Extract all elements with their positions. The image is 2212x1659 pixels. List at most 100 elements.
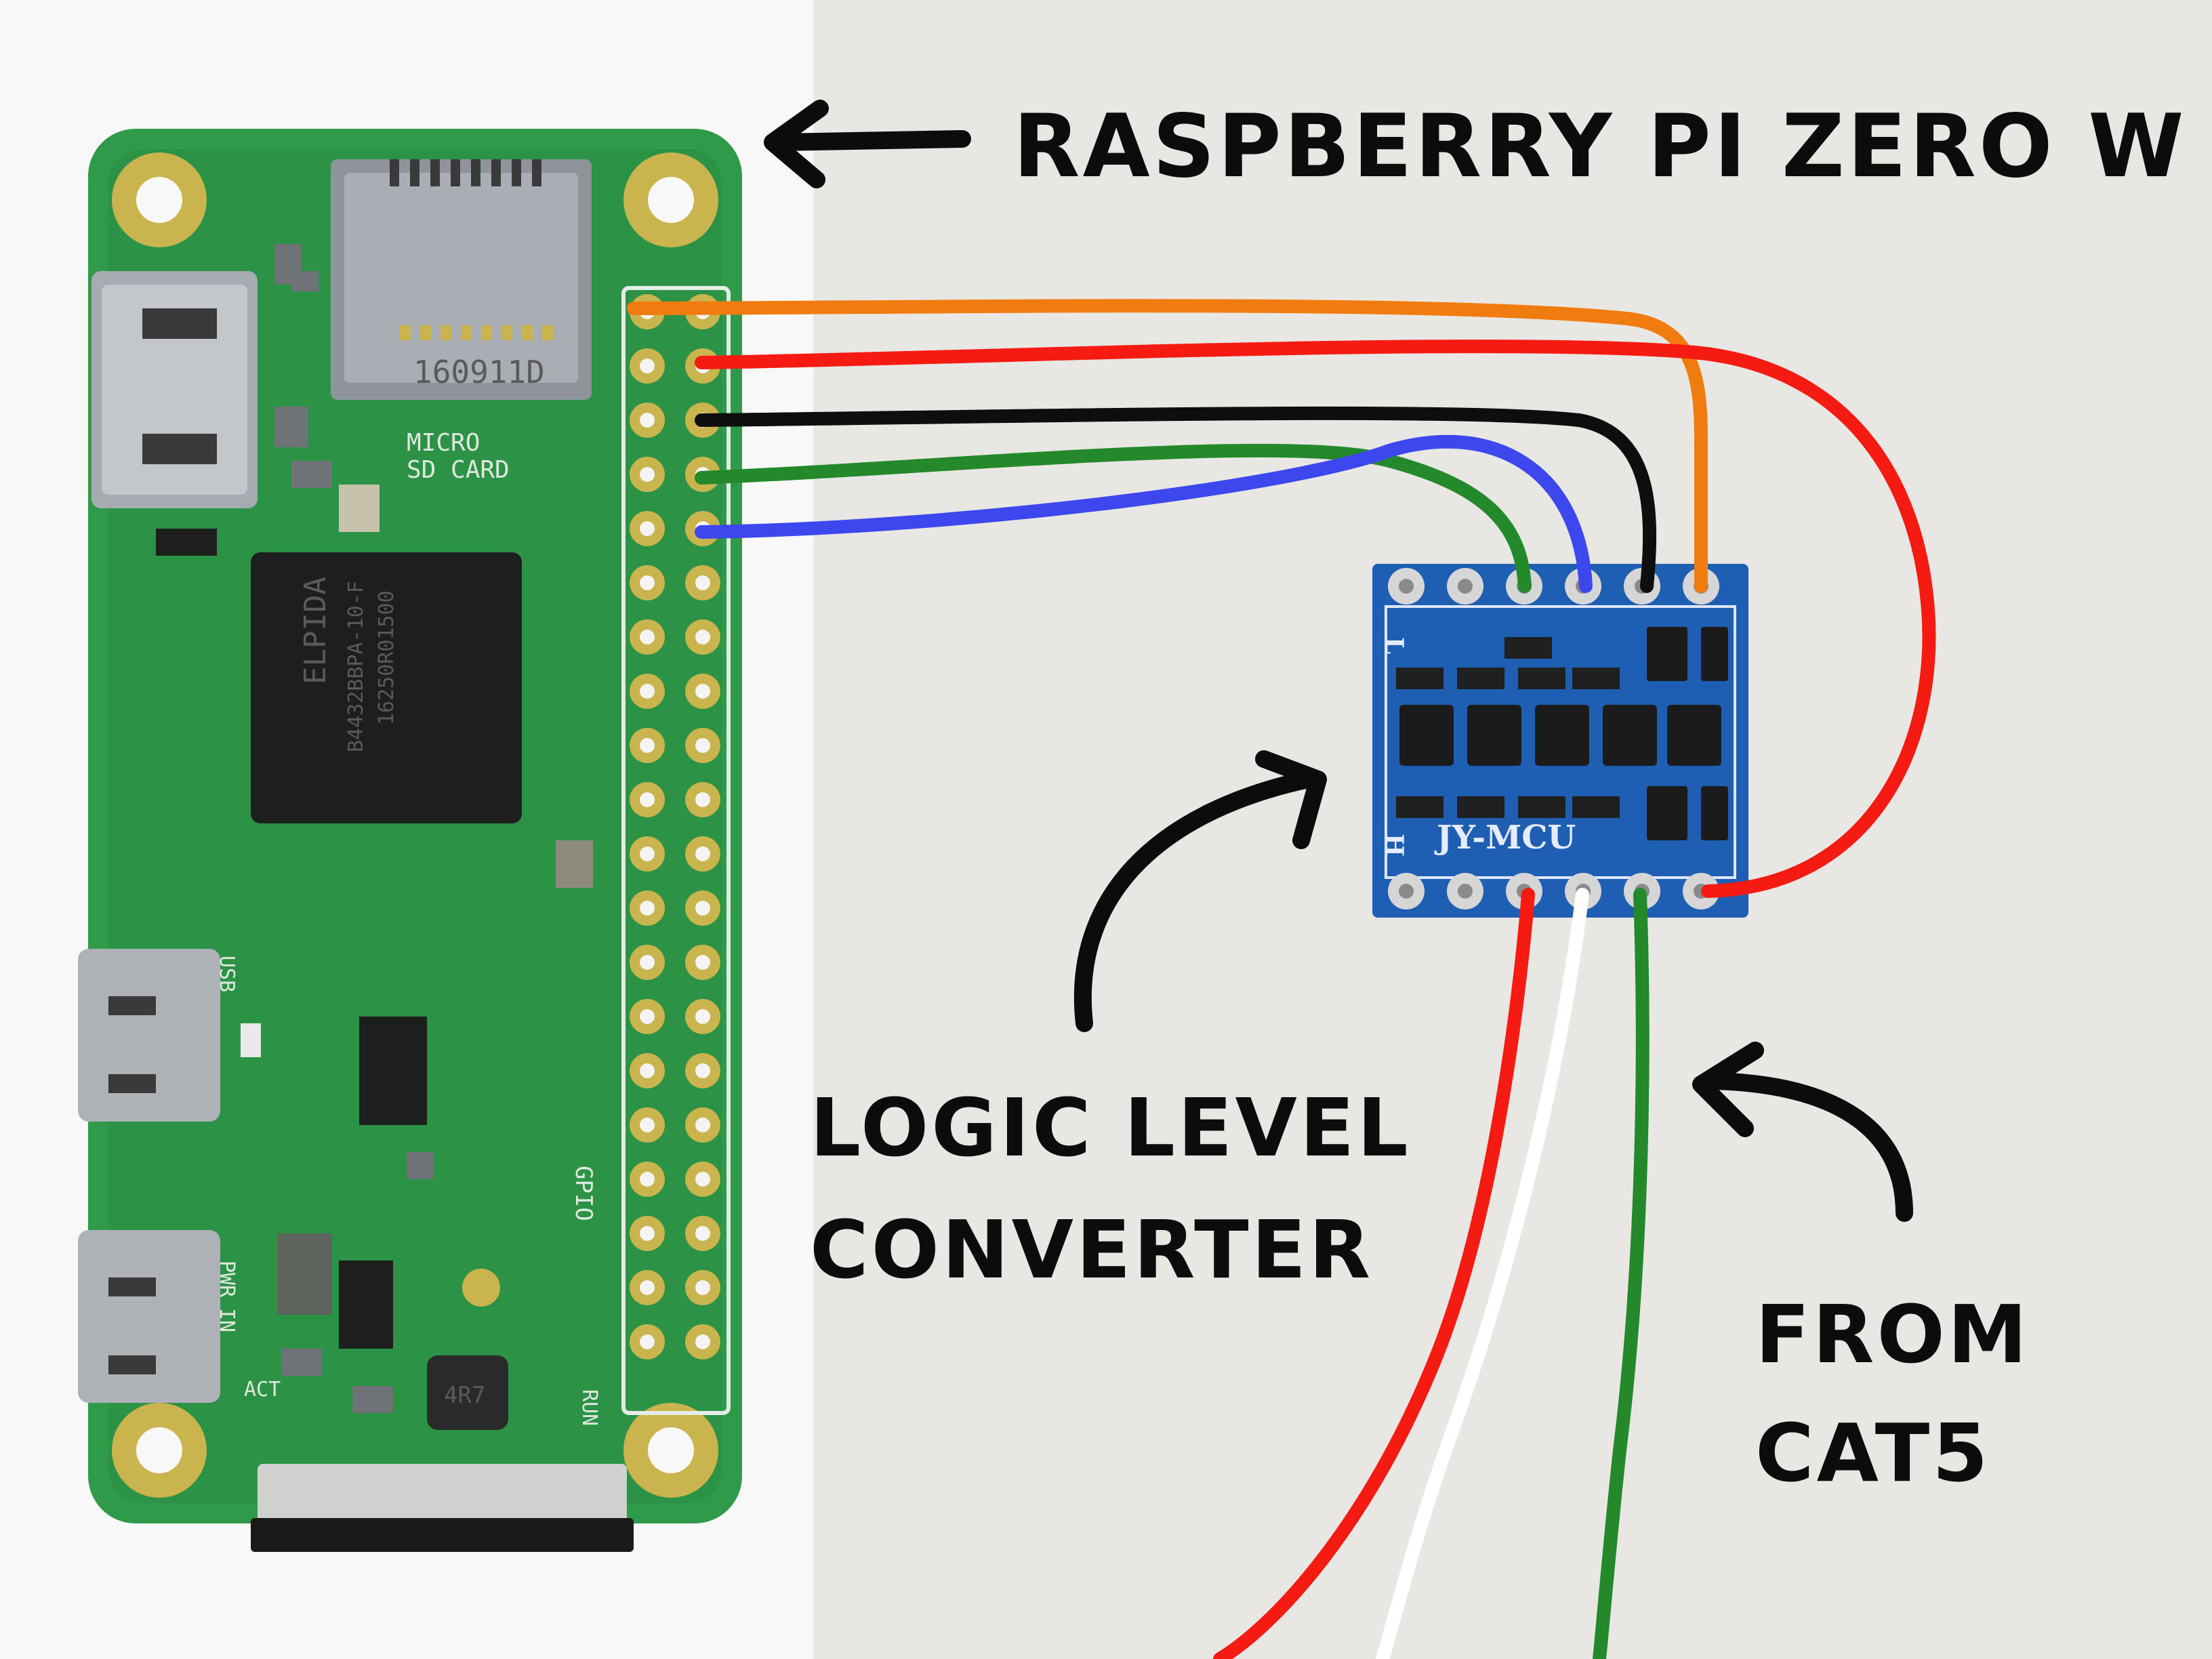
module-resistor bbox=[1396, 668, 1443, 689]
gpio-pad-hole bbox=[640, 1280, 655, 1295]
gpio-pad-hole bbox=[695, 1280, 710, 1295]
gpio-pad-hole bbox=[640, 1226, 655, 1241]
micro-sd-slot: 160911D bbox=[331, 159, 592, 400]
ram-part: B4432BBPA-10-F bbox=[344, 581, 368, 752]
gpio-pad-hole bbox=[695, 1063, 710, 1078]
gpio-pad-hole bbox=[640, 792, 655, 807]
gpio-pad-hole bbox=[640, 630, 655, 644]
wire-white bbox=[1376, 888, 1589, 1659]
module-pin-hole bbox=[1458, 884, 1473, 899]
module-pin-hole bbox=[1399, 884, 1414, 899]
module-resistor bbox=[1504, 637, 1552, 659]
module-resistor bbox=[1572, 668, 1620, 689]
gpio-pad-hole bbox=[695, 1226, 710, 1241]
wire-green-bottom bbox=[1593, 888, 1650, 1659]
ram-code: 16250R01500 bbox=[375, 590, 398, 725]
module-outline bbox=[1385, 605, 1736, 879]
module-pin-hole bbox=[1399, 579, 1414, 594]
gpio-pad-hole bbox=[640, 1009, 655, 1024]
small-components bbox=[156, 244, 593, 1413]
wire-red-top bbox=[695, 340, 1936, 898]
gpio-pad-hole bbox=[640, 901, 655, 916]
gpio-pad-hole bbox=[695, 630, 710, 644]
annotations bbox=[764, 100, 1913, 1222]
gpio-pad-hole bbox=[695, 901, 710, 916]
wire-red-bottom bbox=[1213, 888, 1535, 1659]
module-resistors bbox=[1396, 637, 1620, 818]
gpio-pad-hole bbox=[640, 413, 655, 428]
module-resistor bbox=[1457, 668, 1504, 689]
arrow-to-converter bbox=[1073, 750, 1327, 1032]
micro-usb-port-power bbox=[78, 1230, 220, 1403]
usb-label: USB bbox=[215, 956, 239, 992]
test-pad bbox=[462, 1269, 500, 1307]
label-cat5-line1: FROM bbox=[1755, 1288, 2030, 1381]
ram-brand: ELPIDA bbox=[298, 577, 333, 684]
raspberry-pi-zero-board: 160911D MICRO SD CARD ELPIDA B4432BBPA-1… bbox=[78, 129, 742, 1552]
gpio-pad-hole bbox=[695, 738, 710, 753]
run-label: RUN bbox=[577, 1389, 601, 1426]
gpio-pad-hole bbox=[695, 1172, 710, 1187]
sd-label-line2: SD CARD bbox=[407, 456, 510, 484]
gpio-pad-hole bbox=[640, 1118, 655, 1132]
module-resistor bbox=[1518, 668, 1565, 689]
gpio-pad-hole bbox=[640, 1334, 655, 1349]
arrow-to-pi bbox=[764, 100, 971, 188]
gpio-pad-hole bbox=[695, 846, 710, 861]
gpio-header-pads bbox=[630, 294, 720, 1359]
gpio-pad-hole bbox=[695, 575, 710, 590]
gpio-pad-hole bbox=[640, 1063, 655, 1078]
sd-label-line1: MICRO bbox=[407, 429, 480, 457]
logic-level-converter-module: JY-MCU L H bbox=[1372, 564, 1748, 918]
module-side-high: H bbox=[1380, 834, 1408, 857]
label-raspberry-pi: RASPBERRY PI ZERO W bbox=[1013, 96, 2186, 197]
gpio-pad-hole bbox=[640, 1172, 655, 1187]
sd-date-code: 160911D bbox=[413, 354, 545, 390]
label-converter-line1: LOGIC LEVEL bbox=[810, 1081, 1411, 1174]
gpio-pad-hole bbox=[695, 684, 710, 699]
module-resistor bbox=[1457, 796, 1504, 818]
arrow-from-cat5 bbox=[1692, 1042, 1913, 1222]
label-converter-line2: CONVERTER bbox=[810, 1203, 1373, 1296]
module-brand: JY-MCU bbox=[1434, 819, 1576, 857]
mounting-holes bbox=[112, 152, 718, 1498]
module-transistors bbox=[1399, 627, 1728, 840]
gpio-pad-hole bbox=[695, 1009, 710, 1024]
module-resistor bbox=[1396, 796, 1443, 818]
module-resistor bbox=[1518, 796, 1565, 818]
in-label: IN bbox=[215, 1308, 239, 1332]
mini-hdmi-port bbox=[91, 271, 258, 508]
camera-connector bbox=[251, 1464, 634, 1552]
inductor-label: 4R7 bbox=[444, 1382, 485, 1409]
inductor: 4R7 bbox=[427, 1355, 508, 1430]
label-cat5-line2: CAT5 bbox=[1755, 1406, 1990, 1500]
gpio-pad-hole bbox=[695, 955, 710, 970]
act-label: ACT bbox=[244, 1378, 281, 1401]
soc-ram-chip: ELPIDA B4432BBPA-10-F 16250R01500 bbox=[251, 552, 522, 823]
module-resistor bbox=[1572, 796, 1620, 818]
gpio-pad-hole bbox=[640, 684, 655, 699]
module-side-low: L bbox=[1380, 637, 1408, 654]
gpio-pad-hole bbox=[640, 575, 655, 590]
gpio-pad-hole bbox=[640, 955, 655, 970]
gpio-pad-hole bbox=[640, 359, 655, 373]
gpio-pad-hole bbox=[695, 1334, 710, 1349]
gpio-pad-hole bbox=[640, 846, 655, 861]
jumper-wires bbox=[627, 299, 1936, 1659]
wire-black bbox=[695, 406, 1657, 593]
gpio-pad-hole bbox=[695, 792, 710, 807]
module-pin-hole bbox=[1458, 579, 1473, 594]
gpio-pad-hole bbox=[640, 738, 655, 753]
gpio-header-outline bbox=[621, 286, 731, 1415]
wire-orange bbox=[627, 299, 1708, 593]
micro-usb-port-data bbox=[78, 949, 220, 1122]
wire-blue bbox=[695, 434, 1593, 593]
gpio-pad-hole bbox=[640, 467, 655, 482]
gpio-pad-hole bbox=[640, 521, 655, 536]
wire-green-top bbox=[695, 443, 1532, 593]
gpio-label: GPIO bbox=[570, 1166, 597, 1221]
gpio-pad-hole bbox=[695, 1118, 710, 1132]
pcb-inner-shade bbox=[108, 149, 722, 1503]
pwr-label: PWR bbox=[215, 1261, 239, 1298]
